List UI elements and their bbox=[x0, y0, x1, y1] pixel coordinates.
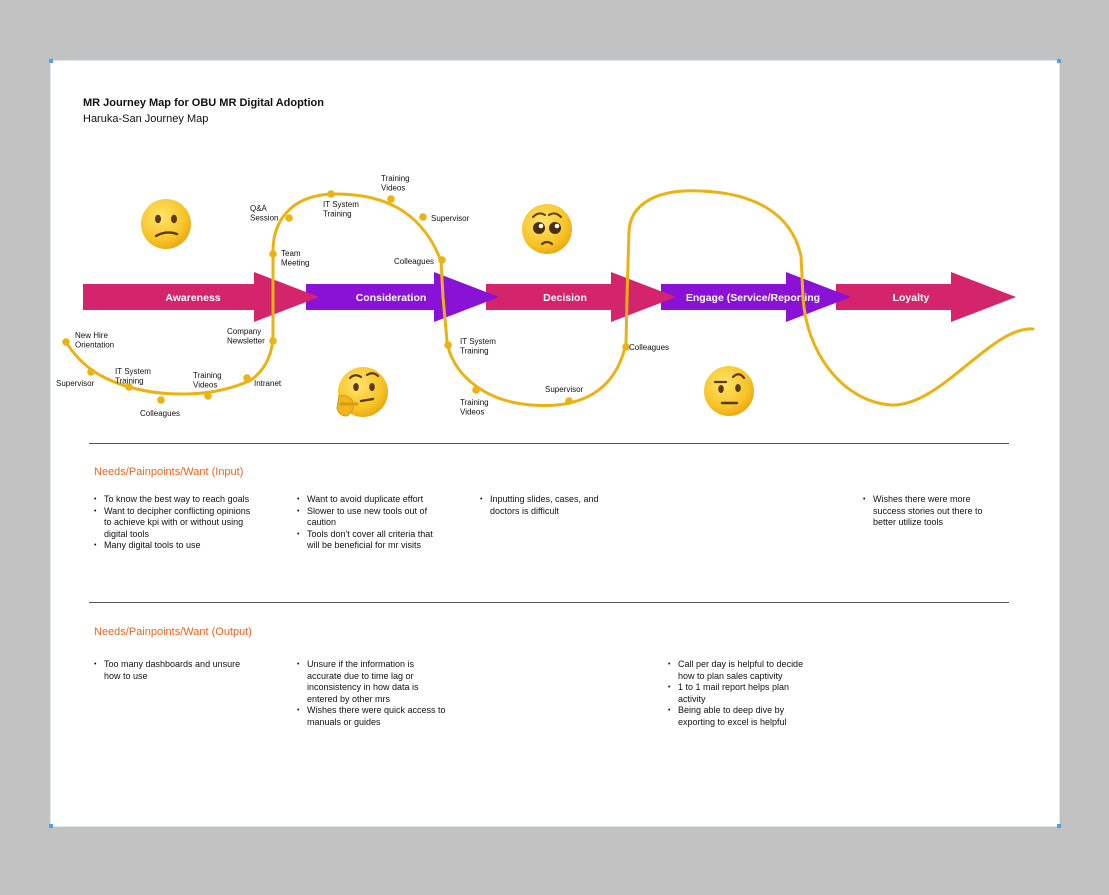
raised-eyebrow-face-icon bbox=[704, 366, 754, 416]
touchpoint-label: Supervisor bbox=[431, 214, 470, 223]
journey-diagram: Loyalty Engage (Service/Reporting Decisi… bbox=[56, 174, 1035, 418]
input-section-title: Needs/Painpoints/Want (Input) bbox=[94, 466, 244, 478]
list-item: Unsure if the information is accurate du… bbox=[297, 659, 447, 705]
touchpoint-label: Intranet bbox=[254, 379, 282, 388]
journey-map-canvas: MR Journey Map for OBU MR Digital Adopti… bbox=[49, 59, 1061, 828]
list-item: Want to avoid duplicate effort bbox=[297, 494, 447, 506]
confused-face-icon bbox=[141, 199, 191, 249]
list-item: Too many dashboards and unsure how to us… bbox=[94, 659, 244, 682]
selection-handle[interactable] bbox=[1057, 824, 1061, 828]
list-item: Being able to deep dive by exporting to … bbox=[668, 705, 818, 728]
list-item: Tools don't cover all criteria that will… bbox=[297, 529, 447, 552]
touchpoint-label: Supervisor bbox=[545, 385, 584, 394]
thinking-face-icon bbox=[336, 367, 388, 417]
output-list-engage: Call per day is helpful to decide how to… bbox=[668, 659, 818, 728]
journey-path bbox=[64, 189, 1035, 408]
input-list-decision: Inputting slides, cases, and doctors is … bbox=[480, 494, 620, 517]
list-item: Wishes there were quick access to manual… bbox=[297, 705, 447, 728]
touchpoint-intranet: Intranet bbox=[243, 374, 282, 388]
page-title: MR Journey Map for OBU MR Digital Adopti… bbox=[83, 97, 324, 109]
output-list-consideration: Unsure if the information is accurate du… bbox=[297, 659, 447, 728]
list-item: Call per day is helpful to decide how to… bbox=[668, 659, 818, 682]
touchpoint-supervisor-3: Supervisor bbox=[545, 385, 584, 405]
page-subtitle: Haruka-San Journey Map bbox=[83, 113, 209, 125]
stage-arrow-decision: Decision bbox=[486, 272, 676, 322]
list-item: 1 to 1 mail report helps plan activity bbox=[668, 682, 818, 705]
stage-label-consideration: Consideration bbox=[356, 292, 427, 304]
list-item: Wishes there were more success stories o… bbox=[863, 494, 1005, 529]
stage-label-loyalty: Loyalty bbox=[893, 292, 930, 304]
list-item: Want to decipher conflicting opinions to… bbox=[94, 506, 254, 541]
stage-arrow-awareness: Awareness bbox=[83, 272, 319, 322]
touchpoint-label: Supervisor bbox=[56, 379, 95, 388]
touchpoint-supervisor: Supervisor bbox=[56, 368, 95, 388]
stage-label-engage: Engage (Service/Reporting bbox=[686, 292, 820, 304]
input-list-consideration: Want to avoid duplicate effort Slower to… bbox=[297, 494, 447, 552]
stage-arrow-engage: Engage (Service/Reporting bbox=[661, 272, 851, 322]
touchpoint-colleagues: Colleagues bbox=[140, 396, 180, 418]
selection-handle[interactable] bbox=[1057, 59, 1061, 63]
touchpoint-label: Colleagues bbox=[629, 343, 669, 352]
touchpoint-label: Colleagues bbox=[394, 257, 434, 266]
pleading-face-icon bbox=[522, 204, 572, 254]
touchpoint-colleagues-2: Colleagues bbox=[394, 256, 446, 266]
selection-handle[interactable] bbox=[49, 59, 53, 63]
stage-label-decision: Decision bbox=[543, 292, 587, 304]
section-divider bbox=[89, 443, 1009, 444]
touchpoint-label: Colleagues bbox=[140, 409, 180, 418]
input-list-loyalty: Wishes there were more success stories o… bbox=[863, 494, 1005, 529]
stage-label-awareness: Awareness bbox=[165, 292, 220, 304]
list-item: Many digital tools to use bbox=[94, 540, 254, 552]
stage-arrow-consideration: Consideration bbox=[306, 272, 499, 322]
list-item: To know the best way to reach goals bbox=[94, 494, 254, 506]
list-item: Inputting slides, cases, and doctors is … bbox=[480, 494, 620, 517]
list-item: Slower to use new tools out of caution bbox=[297, 506, 447, 529]
touchpoint-supervisor-2: Supervisor bbox=[419, 213, 470, 223]
touchpoint-colleagues-3: Colleagues bbox=[622, 343, 669, 352]
selection-handle[interactable] bbox=[49, 824, 53, 828]
section-divider bbox=[89, 602, 1009, 603]
output-section-title: Needs/Painpoints/Want (Output) bbox=[94, 626, 252, 638]
output-list-awareness: Too many dashboards and unsure how to us… bbox=[94, 659, 244, 682]
input-list-awareness: To know the best way to reach goals Want… bbox=[94, 494, 254, 552]
stage-arrow-loyalty: Loyalty bbox=[836, 272, 1016, 322]
